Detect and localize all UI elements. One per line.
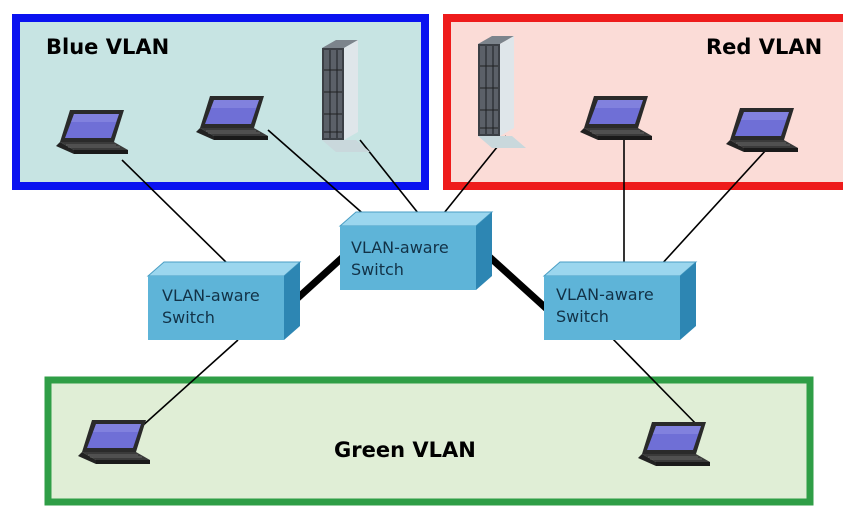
link-red-server-center-switch [439,135,507,219]
link-right-switch-green-laptop2 [609,335,701,429]
right-switch-label-line2: Switch [556,307,609,326]
switch-icon [338,211,494,290]
left-switch-label-line1: VLAN-aware [162,286,260,305]
right-switch-label-line1: VLAN-aware [556,285,654,304]
center-switch-label-line1: VLAN-aware [351,238,449,257]
link-red-laptop2-right-switch [659,149,767,267]
left-switch-label-line2: Switch [162,308,215,327]
blue-vlan-label: Blue VLAN [46,35,169,59]
link-blue-laptop2-center-switch [267,129,369,219]
link-blue-laptop1-left-switch [121,159,233,269]
switch-icon [542,261,698,340]
red-vlan-label: Red VLAN [706,35,822,59]
center-switch-label-line2: Switch [351,260,404,279]
network-links [121,129,767,429]
green-vlan-label: Green VLAN [334,438,476,462]
trunk-center-right [481,249,551,313]
switch-icon [146,261,302,340]
link-left-switch-green-laptop1 [139,339,239,429]
link-blue-server-center-switch [359,139,423,219]
